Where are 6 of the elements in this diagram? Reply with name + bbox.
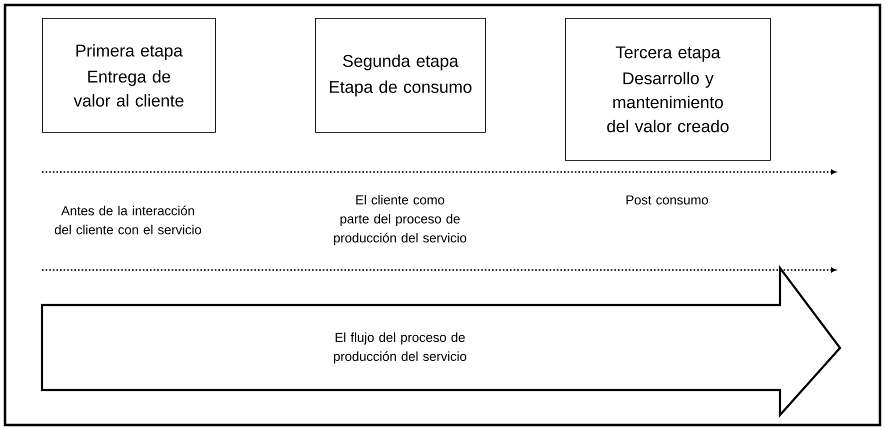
- stage-note: El cliente como parte del proceso de producción del servicio: [334, 194, 466, 246]
- stage-box: Tercera etapa Desarrollo y mantenimiento del valor creado: [565, 18, 771, 161]
- stage-box: Primera etapa Entrega de valor al cliente: [42, 18, 216, 133]
- stage-note: Post consumo: [626, 195, 708, 205]
- stage-note: Antes de la interacción del cliente con el servicio: [54, 206, 202, 234]
- stage-box: Segunda etapa Etapa de consumo: [315, 18, 486, 133]
